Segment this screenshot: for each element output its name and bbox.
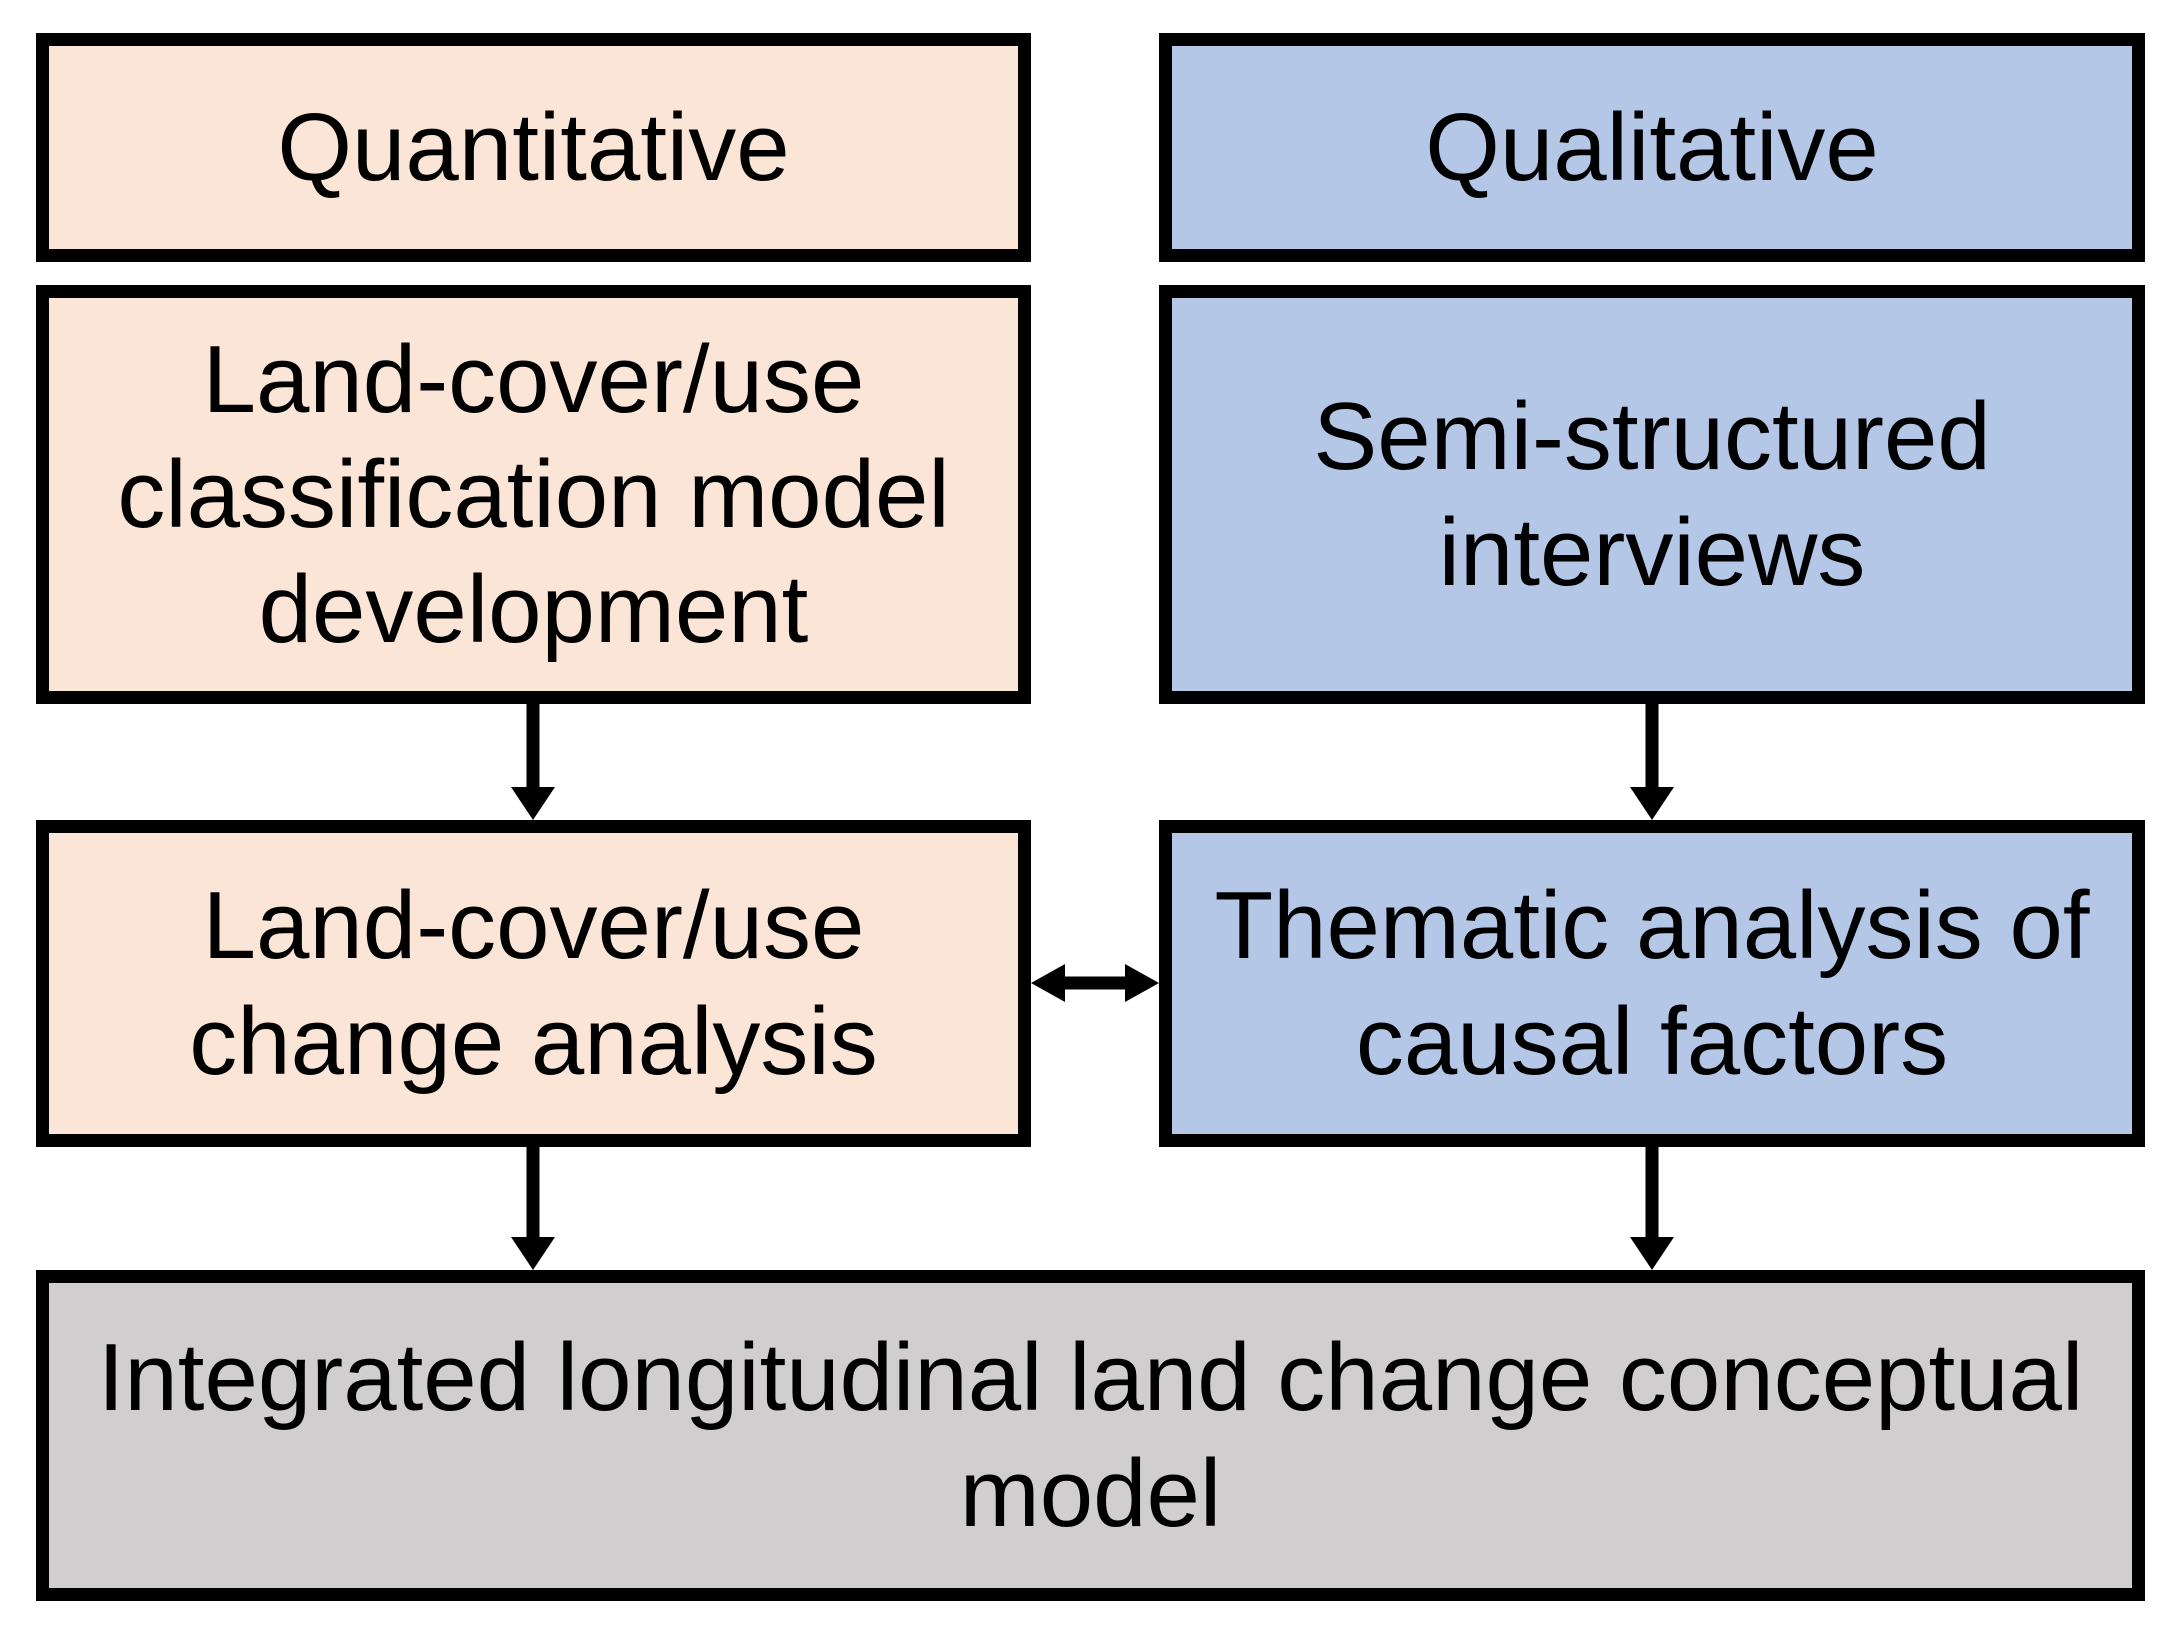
box-semi-structured-interviews: Semi-structured interviews	[1159, 285, 2145, 704]
change-analysis-label: Land-cover/use change analysis	[189, 872, 878, 1095]
box-thematic-analysis-causal-factors: Thematic analysis of causal factors	[1159, 820, 2145, 1147]
box-integrated-longitudinal-land-change-conceptual-model: Integrated longitudinal land change conc…	[36, 1270, 2145, 1601]
classification-label: Land-cover/use classification model deve…	[117, 325, 950, 664]
interviews-label: Semi-structured interviews	[1313, 383, 1991, 606]
quantitative-header-label: Quantitative	[277, 93, 790, 201]
box-quantitative-header: Quantitative	[36, 33, 1031, 262]
arrow-thematic-to-integrated-icon	[1630, 1147, 1674, 1270]
box-land-cover-classification-model-development: Land-cover/use classification model deve…	[36, 285, 1031, 704]
double-arrow-change-thematic-icon	[1031, 964, 1159, 1002]
arrow-interviews-to-thematic-icon	[1630, 704, 1674, 820]
box-land-cover-change-analysis: Land-cover/use change analysis	[36, 820, 1031, 1147]
arrow-change-analysis-to-integrated-icon	[511, 1147, 555, 1270]
integrated-model-label: Integrated longitudinal land change conc…	[97, 1324, 2084, 1547]
arrow-classification-to-change-analysis-icon	[511, 704, 555, 820]
qualitative-header-label: Qualitative	[1425, 93, 1879, 201]
box-qualitative-header: Qualitative	[1159, 33, 2145, 262]
thematic-label: Thematic analysis of causal factors	[1214, 872, 2090, 1095]
